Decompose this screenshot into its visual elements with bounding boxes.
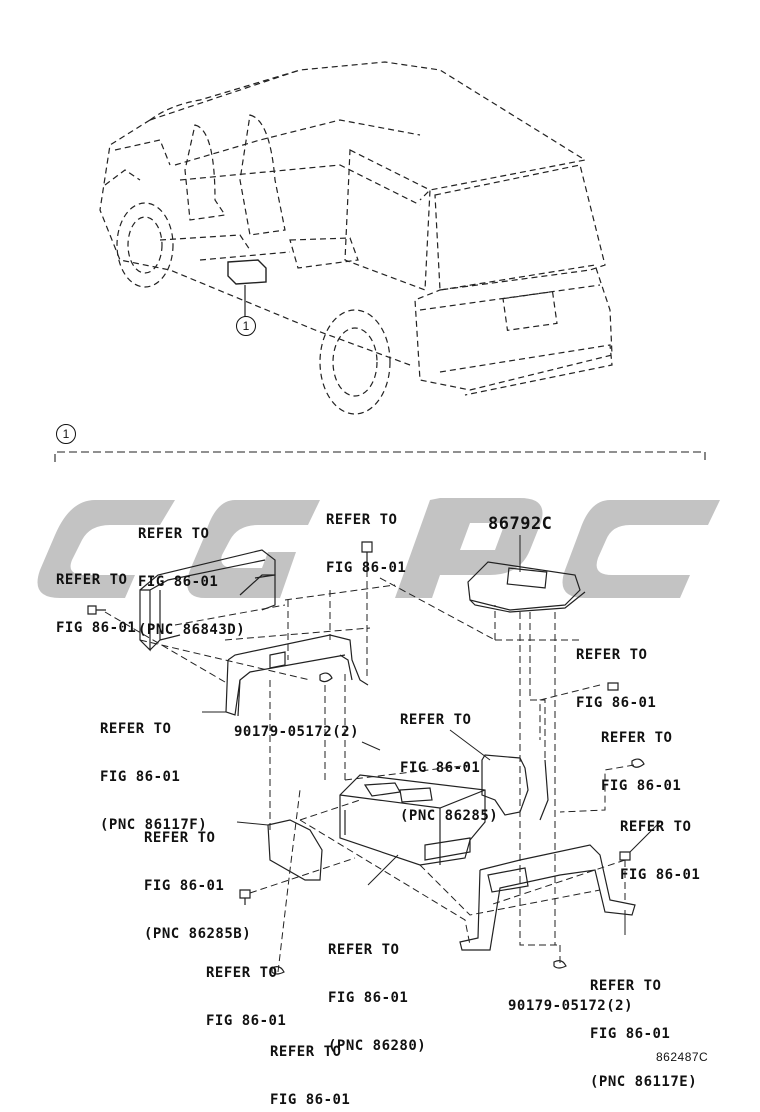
- label-line: REFER TO: [328, 942, 400, 958]
- label-line: FIG 86-01: [270, 1092, 351, 1108]
- label-line: FIG 86-01: [206, 1013, 287, 1029]
- label-line: REFER TO: [56, 572, 128, 588]
- label-line: FIG 86-01: [620, 867, 701, 883]
- watermark-logo: [37, 498, 720, 598]
- exploded-parts: [87, 541, 645, 975]
- label-ref-fig-left: REFER TO FIG 86-01: [56, 540, 136, 668]
- label-line: FIG 86-01: [601, 778, 682, 794]
- vehicle-illustration: [99, 61, 613, 415]
- label-ref-pnc-86117e: REFER TO FIG 86-01 (PNC 86117E): [590, 946, 697, 1112]
- label-ref-pnc-86285: REFER TO FIG 86-01 (PNC 86285): [400, 680, 498, 856]
- callout-circle: 1: [236, 316, 256, 336]
- label-line: FIG 86-01: [56, 620, 137, 636]
- label-line: FIG 86-01: [400, 760, 481, 776]
- label-line: REFER TO: [620, 819, 692, 835]
- label-line: (PNC 86285B): [144, 926, 252, 942]
- label-line: REFER TO: [590, 978, 662, 994]
- label-line: FIG 86-01: [100, 769, 181, 785]
- label-line: REFER TO: [326, 512, 398, 528]
- section-bracket: [54, 451, 706, 462]
- label-line: REFER TO: [138, 526, 210, 542]
- label-ref-pnc-86280: REFER TO FIG 86-01 (PNC 86280): [328, 910, 426, 1086]
- label-line: REFER TO: [100, 721, 172, 737]
- label-ref-fig-right1: REFER TO FIG 86-01: [576, 615, 656, 743]
- label-line: REFER TO: [270, 1044, 342, 1060]
- part-number-86792c: 86792C: [488, 514, 553, 534]
- alignment-lines: [104, 570, 635, 973]
- label-line: (PNC 86117E): [590, 1074, 698, 1090]
- label-ref-fig-top: REFER TO FIG 86-01: [326, 480, 406, 608]
- label-line: (PNC 86280): [328, 1038, 427, 1054]
- label-ref-pnc-86117f: REFER TO FIG 86-01 (PNC 86117F): [100, 689, 207, 865]
- label-bolt-90179-top: 90179-05172(2): [234, 724, 360, 740]
- label-line: (PNC 86285): [400, 808, 499, 824]
- leader-lines: [202, 535, 661, 935]
- label-ref-pnc-86285b: REFER TO FIG 86-01 (PNC 86285B): [144, 798, 251, 974]
- label-ref-fig-right2: REFER TO FIG 86-01: [601, 698, 681, 826]
- label-line: (PNC 86843D): [138, 622, 246, 638]
- label-ref-fig-lower-left: REFER TO FIG 86-01: [206, 933, 286, 1061]
- label-line: (PNC 86117F): [100, 817, 208, 833]
- section-marker: 1: [56, 424, 76, 444]
- label-line: FIG 86-01: [590, 1026, 671, 1042]
- label-line: REFER TO: [144, 830, 216, 846]
- label-line: FIG 86-01: [326, 560, 407, 576]
- label-line: FIG 86-01: [144, 878, 225, 894]
- label-line: FIG 86-01: [576, 695, 657, 711]
- label-line: REFER TO: [206, 965, 278, 981]
- label-ref-fig-right3: REFER TO FIG 86-01: [620, 787, 700, 915]
- label-ref-pnc-86843d: REFER TO FIG 86-01 (PNC 86843D): [138, 494, 245, 670]
- label-line: FIG 86-01: [138, 574, 219, 590]
- label-line: REFER TO: [576, 647, 648, 663]
- label-ref-fig-bottom: REFER TO FIG 86-01: [270, 1012, 350, 1112]
- label-line: REFER TO: [400, 712, 472, 728]
- label-line: REFER TO: [601, 730, 673, 746]
- diagram-id: 862487C: [656, 1050, 709, 1064]
- label-line: FIG 86-01: [328, 990, 409, 1006]
- label-bolt-90179-bottom: 90179-05172(2): [508, 998, 634, 1014]
